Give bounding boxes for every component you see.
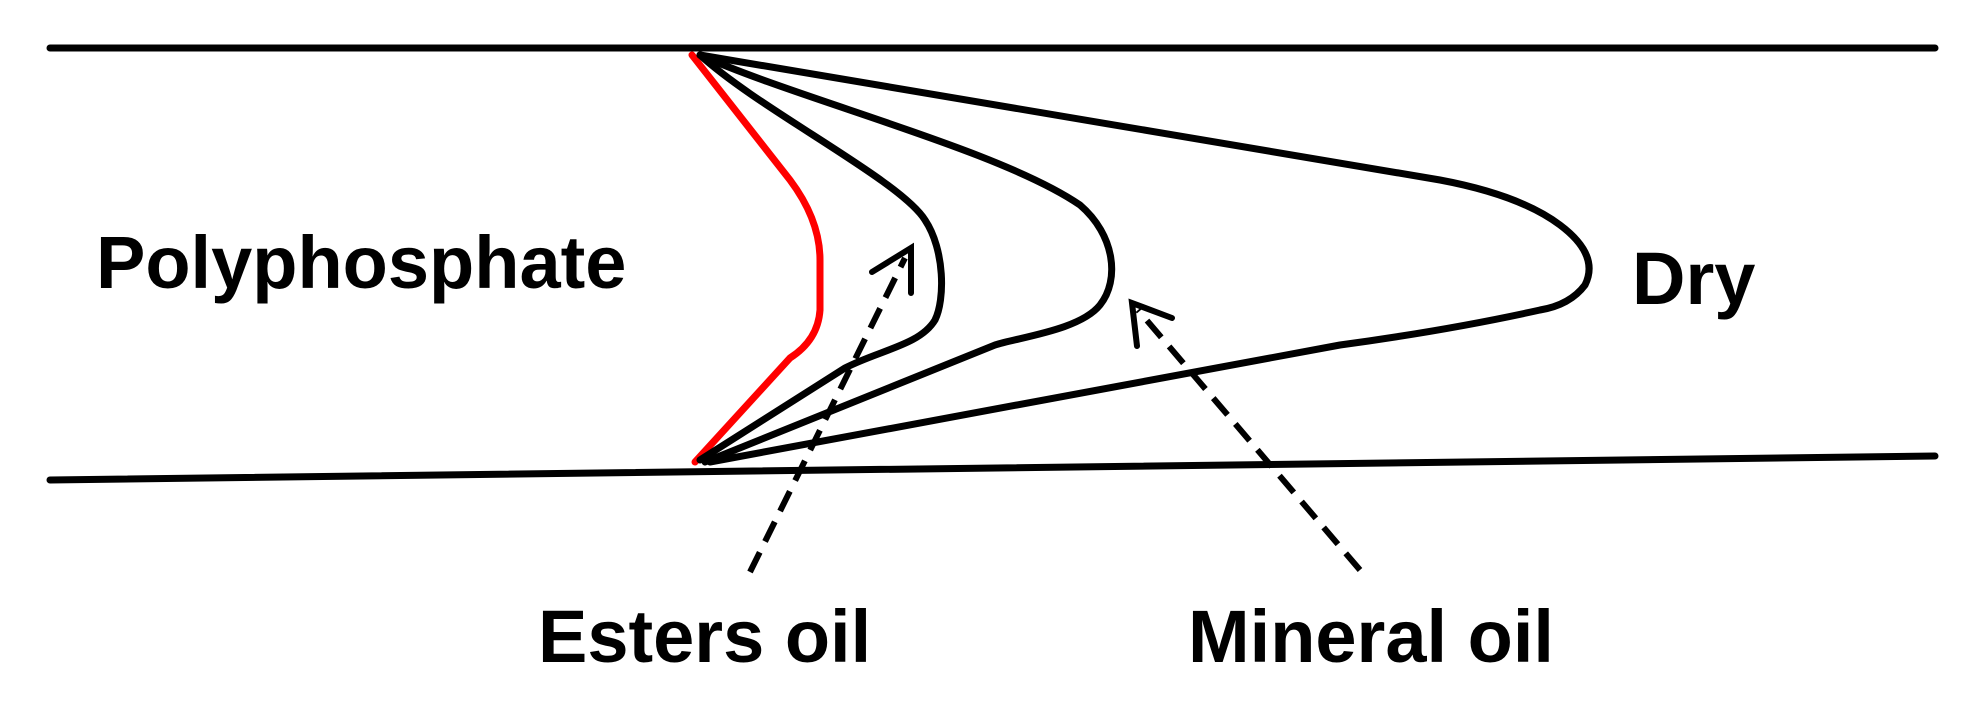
esters-oil-arrowhead (869, 242, 914, 296)
esters-oil-label: Esters oil (538, 595, 871, 678)
dry-label: Dry (1632, 237, 1755, 320)
esters-oil-profile-curve (696, 51, 945, 464)
mineral-oil-dashed-arrow (1135, 308, 1363, 572)
dry-profile-curve (696, 51, 1593, 466)
mineral-oil-label: Mineral oil (1188, 595, 1554, 678)
polyphosphate-profile-curve (688, 51, 824, 466)
esters-oil-dashed-arrow (747, 256, 908, 574)
mineral-oil-profile-curve (696, 51, 1116, 466)
polyphosphate-label: Polyphosphate (96, 221, 626, 304)
mineral-oil-arrowhead (1128, 298, 1175, 349)
bottom-boundary-line (46, 452, 1939, 484)
